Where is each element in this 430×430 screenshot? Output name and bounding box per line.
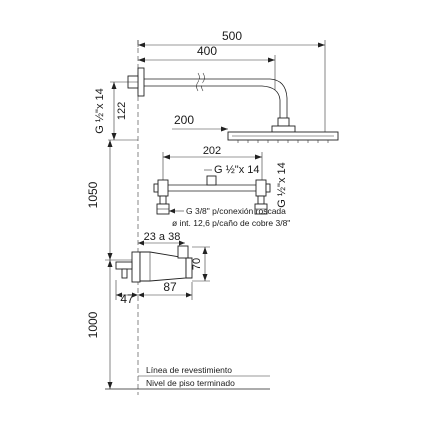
thread-label-center: G ½"x 14: [214, 164, 259, 176]
dim-label-1000: 1000: [86, 311, 100, 338]
thread-label-right: G ½"x 14: [276, 162, 288, 207]
dim-label-87: 87: [163, 280, 177, 294]
shower-head: [227, 131, 339, 143]
spout-diverter: [115, 245, 193, 283]
dim-label-400: 400: [197, 44, 217, 58]
dimension-1000: 1000: [86, 259, 138, 389]
spout-range-dimension: 23 a 38: [138, 231, 185, 246]
note-copper: ø int. 12,6 p/caño de cobre 3/8": [172, 218, 290, 228]
dimension-500: 500: [137, 29, 326, 140]
dim-label-202: 202: [203, 145, 221, 157]
dim-label-200: 200: [174, 113, 194, 127]
thread-label-left: G ½"x 14: [94, 88, 106, 133]
dimension-70: 70: [191, 246, 210, 282]
dim-label-122: 122: [116, 102, 128, 120]
dim-label-70: 70: [191, 258, 203, 270]
note-connection: G 3/8" p/conexión roscada: [186, 206, 286, 216]
dim-label-47: 47: [120, 292, 134, 306]
nozzle-row: [237, 140, 329, 143]
mixer-valve-body: 202 G ½"x 14: [153, 145, 271, 215]
dimension-122: 122: [110, 81, 138, 140]
dim-label-1050: 1050: [86, 181, 100, 208]
dim-label-500: 500: [222, 29, 242, 43]
dimension-87: 87: [138, 280, 193, 300]
dimension-400: 400: [138, 44, 276, 90]
dimension-1050: 1050: [86, 139, 138, 260]
label-coating-line: Línea de revestimiento: [146, 365, 232, 375]
dim-label-spout-range: 23 a 38: [144, 231, 181, 243]
shower-arm: [127, 67, 296, 133]
label-floor-level: Nivel de piso terminado: [146, 378, 235, 388]
dimension-47: 47: [115, 280, 138, 306]
dimension-200: 200: [172, 113, 228, 132]
